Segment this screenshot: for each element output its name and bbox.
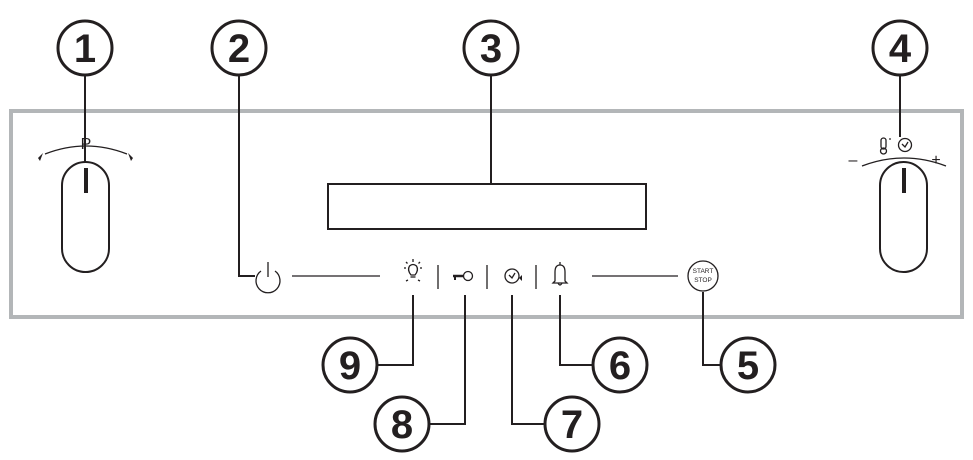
callout-1: 1 <box>56 19 114 77</box>
light-button[interactable] <box>404 259 422 282</box>
minus-label: – <box>849 152 858 169</box>
callout-4: 4 <box>871 19 929 77</box>
callout-3: 3 <box>462 19 520 77</box>
arrow-left-icon <box>38 153 43 161</box>
callout-2: 2 <box>210 19 268 77</box>
callout-5: 5 <box>719 336 777 394</box>
callout-7: 7 <box>543 395 601 453</box>
timer-button[interactable] <box>504 268 522 284</box>
start-stop-button[interactable]: START STOP <box>687 260 719 292</box>
callout-number: 3 <box>480 27 502 71</box>
control-panel-frame <box>9 109 964 319</box>
callout-number: 1 <box>74 27 96 71</box>
display <box>327 183 647 230</box>
callout-6: 6 <box>591 336 649 394</box>
plus-label: + <box>931 152 940 169</box>
callout-number: 9 <box>339 344 361 388</box>
callout-number: 2 <box>228 27 250 71</box>
child-lock-button[interactable] <box>453 270 474 282</box>
start-label: START <box>693 268 714 275</box>
callout-number: 7 <box>561 403 583 447</box>
callout-number: 8 <box>391 403 413 447</box>
key-icon <box>453 270 474 282</box>
power-icon <box>255 262 281 294</box>
callout-number: 5 <box>737 344 759 388</box>
arrow-right-icon <box>128 153 133 161</box>
on-off-button[interactable] <box>255 262 281 294</box>
callout-9: 9 <box>321 336 379 394</box>
bulb-icon <box>404 259 422 282</box>
leader-lines <box>84 75 901 425</box>
callout-number: 4 <box>889 27 912 71</box>
stop-label: STOP <box>694 277 712 284</box>
callout-number: 6 <box>609 344 631 388</box>
knob-arc <box>861 157 947 167</box>
alarm-button[interactable] <box>551 262 569 286</box>
clock-icon <box>504 268 522 284</box>
bell-icon <box>551 262 569 286</box>
clock-icon <box>897 137 913 153</box>
thermometer-icon <box>879 137 891 155</box>
temperature-time-knob[interactable]: – + <box>849 137 947 273</box>
callout-8: 8 <box>373 395 431 453</box>
